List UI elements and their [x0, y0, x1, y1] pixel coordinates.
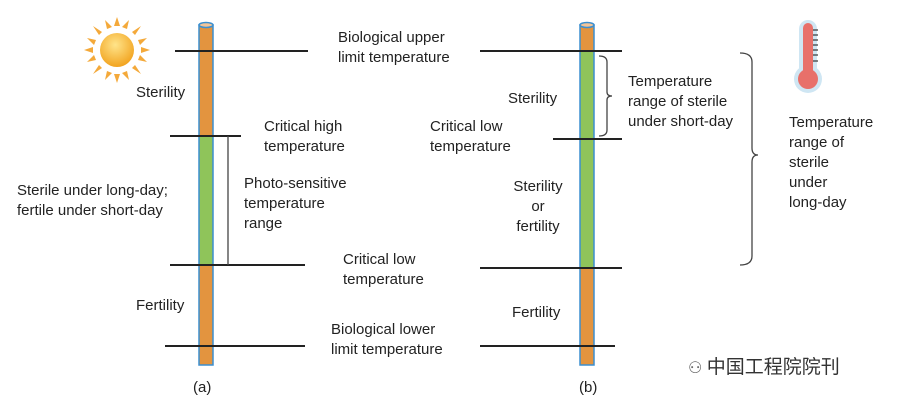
b-fertility-label: Fertility: [512, 304, 561, 321]
thermometer-icon: [794, 20, 822, 93]
caption-a: (a): [193, 379, 212, 396]
watermark-text: 中国工程院院刊: [706, 357, 840, 378]
a-photo-range-label: Photo-sensitive temperature range: [244, 175, 347, 232]
bio-upper-label: Biological upper limit temperature: [338, 29, 450, 66]
a-bio-lower-label: Biological lower limit temperature: [331, 321, 443, 358]
tube-a: [198, 21, 214, 366]
brackets: [227, 52, 759, 266]
a-fertility-label: Fertility: [136, 297, 185, 314]
a-critical-high-label: Critical high temperature: [264, 118, 345, 155]
tube-b: [579, 21, 595, 366]
a-critical-low-label: Critical low temperature: [343, 251, 424, 288]
b-long-day-range-label: Temperature range of sterile under long-…: [789, 114, 874, 211]
wechat-icon: ⚇: [688, 360, 707, 377]
a-sterile-long-day-label: Sterile under long-day; fertile under sh…: [17, 182, 168, 219]
sun-icon: [84, 17, 150, 83]
watermark: ⚇ 中国工程院院刊: [688, 355, 840, 382]
b-short-day-range-label: Temperature range of sterile under short…: [628, 73, 734, 130]
b-sterility-label: Sterility: [508, 90, 558, 107]
b-sterility-or-fertility-label: Sterility or fertility: [513, 178, 563, 235]
b-critical-low-label: Critical low temperature: [430, 118, 511, 155]
threshold-lines: [165, 50, 622, 347]
a-sterility-label: Sterility: [136, 84, 186, 101]
caption-b: (b): [579, 379, 598, 396]
